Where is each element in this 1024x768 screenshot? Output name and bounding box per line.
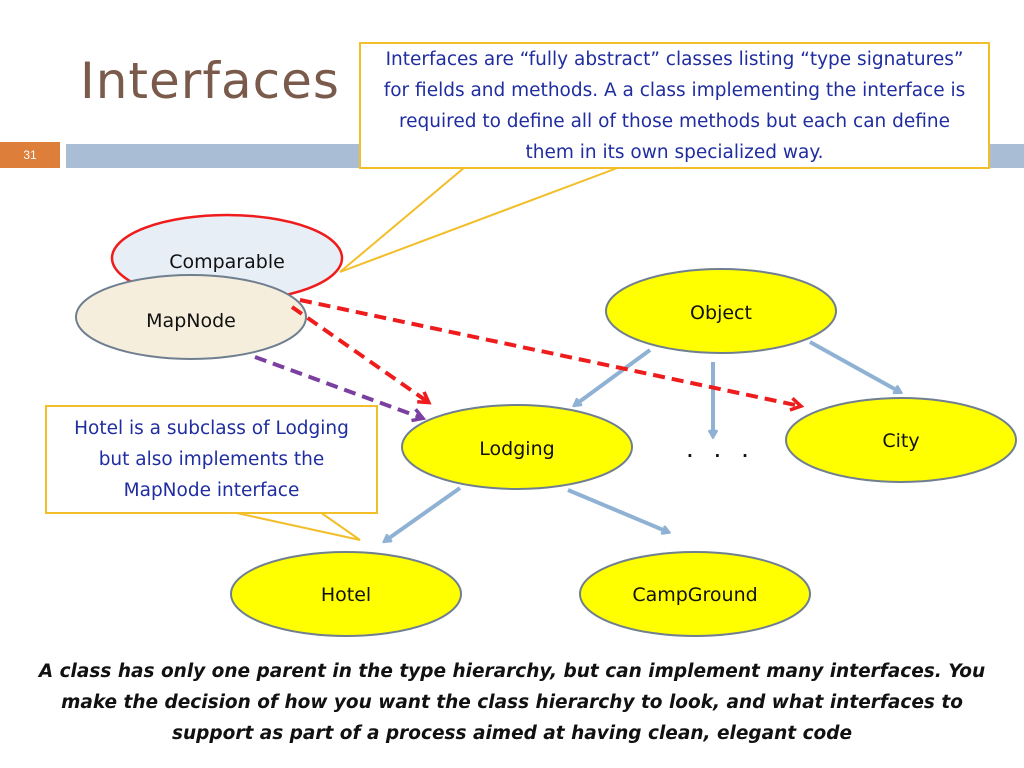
slide-number: 31 [0,142,60,168]
lodging-label: Lodging [479,438,555,460]
campground-label: CampGround [632,584,758,606]
hotel-node [230,551,462,637]
lodging-node [401,404,633,490]
hotel-label: Hotel [320,584,372,606]
hotel-callout: Hotel is a subclass of Lodging but also … [45,405,378,514]
ellipsis-more-classes: . . . [686,432,755,463]
arrow-lodging-campground [567,488,668,532]
slide-caption: A class has only one parent in the type … [38,661,986,744]
city-node [785,397,1017,483]
arrow-object-lodging [575,348,652,405]
arrow-lodging-hotel [385,486,462,541]
arrow-mapnode-hotel [254,355,427,423]
slide-title: Interfaces [80,52,340,110]
mapnode-node [75,274,307,360]
mapnode-label: MapNode [146,310,236,332]
campground-node [579,551,811,637]
arrow-mapnode-city [299,298,805,412]
city-label: City [882,430,920,452]
object-node [605,268,837,354]
left-callout-pointer [231,511,361,541]
top-callout-pointer [339,166,621,273]
arrow-object-city [809,340,900,392]
arrow-mapnode-lodging [290,305,432,405]
interfaces-callout: Interfaces are “fully abstract” classes … [359,42,990,169]
comparable-label: Comparable [169,251,285,273]
object-label: Object [690,302,752,324]
